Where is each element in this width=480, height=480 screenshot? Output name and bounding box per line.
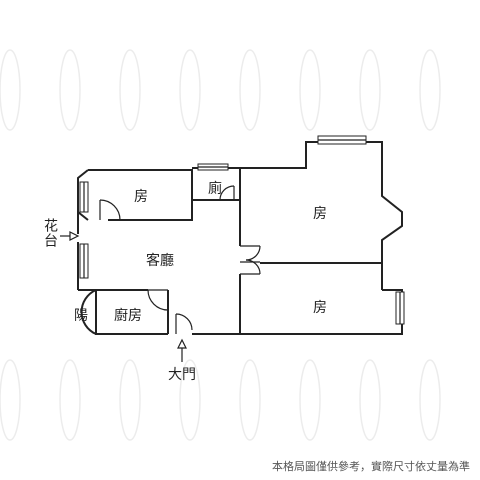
room-label-kitchen: 廚房 [114, 308, 142, 324]
windows [79, 135, 405, 325]
room-label-bedroom-upper-right: 房 [313, 206, 327, 222]
room-label-bedroom-small: 房 [134, 189, 148, 205]
main-door-label: 大門 [168, 367, 196, 383]
room-label-balcony: 陽 [74, 308, 88, 324]
arrows [60, 231, 187, 362]
flower-bed-label: 花台 [42, 218, 58, 248]
disclaimer-footnote: 本格局圖僅供參考，實際尺寸依丈量為準 [272, 460, 470, 473]
room-label-living-room: 客廳 [146, 253, 174, 269]
room-label-toilet: 廁 [208, 181, 222, 197]
room-label-bedroom-lower-right: 房 [313, 300, 327, 316]
doors [80, 185, 261, 335]
